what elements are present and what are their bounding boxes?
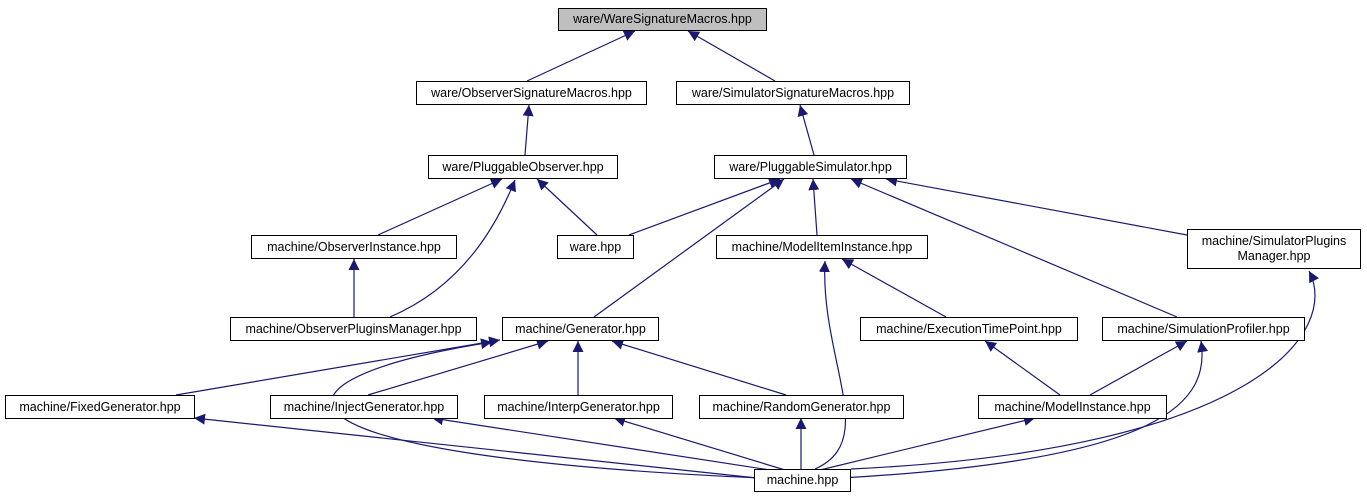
node-label: ware.hpp — [569, 239, 622, 254]
node-label: machine/ModelInstance.hpp — [994, 399, 1151, 414]
node-label: machine.hpp — [766, 473, 839, 487]
node-ware[interactable]: ware.hpp — [557, 235, 634, 259]
node-label: machine/SimulatorPlugins Manager.hpp — [1201, 234, 1347, 263]
node-machine[interactable]: machine.hpp — [754, 469, 851, 492]
edge-n1-to-n0 — [526, 30, 636, 82]
edge-n7-to-n4 — [808, 178, 820, 236]
edge-n17-to-n11 — [984, 340, 1061, 396]
edge-n18-to-n14 — [431, 414, 771, 471]
edge-n9-to-n3 — [389, 179, 516, 318]
node-pluggable-observer[interactable]: ware/PluggableObserver.hpp — [428, 155, 618, 179]
node-generator[interactable]: machine/Generator.hpp — [502, 317, 659, 341]
edge-n16-to-n10 — [611, 339, 787, 396]
node-fixed-generator[interactable]: machine/FixedGenerator.hpp — [5, 395, 195, 419]
node-label: machine/InterpGenerator.hpp — [497, 399, 660, 414]
edge-n4-to-n2 — [797, 104, 815, 156]
node-label: machine/ModelItemInstance.hpp — [731, 239, 913, 254]
edge-n2-to-n0 — [687, 30, 776, 82]
node-observer-plugins-manager[interactable]: machine/ObserverPluginsManager.hpp — [230, 317, 477, 341]
node-label: machine/ExecutionTimePoint.hpp — [876, 321, 1062, 336]
node-simulation-profiler[interactable]: machine/SimulationProfiler.hpp — [1102, 317, 1305, 341]
node-label: machine/InjectGenerator.hpp — [283, 399, 445, 414]
node-simulator-signature-macros[interactable]: ware/SimulatorSignatureMacros.hpp — [676, 81, 910, 105]
edge-n3-to-n1 — [522, 104, 534, 156]
node-simulator-plugins-manager[interactable]: machine/SimulatorPlugins Manager.hpp — [1187, 229, 1361, 269]
edge-n12-to-n4 — [850, 178, 1178, 318]
node-random-generator[interactable]: machine/RandomGenerator.hpp — [699, 395, 904, 419]
node-label: machine/SimulationProfiler.hpp — [1117, 321, 1290, 336]
node-label: machine/RandomGenerator.hpp — [712, 399, 891, 414]
node-pluggable-simulator[interactable]: ware/PluggableSimulator.hpp — [714, 155, 907, 179]
node-interp-generator[interactable]: machine/InterpGenerator.hpp — [484, 395, 673, 419]
edge-n17-to-n12 — [1089, 340, 1188, 396]
edge-n18-to-n13 — [193, 413, 758, 479]
edge-n6-to-n4 — [628, 177, 781, 236]
edge-n18-to-n7 — [814, 260, 847, 470]
node-label: machine/ObserverInstance.hpp — [267, 239, 441, 254]
node-label: machine/Generator.hpp — [515, 321, 646, 336]
edge-n10-to-n4 — [593, 178, 785, 318]
edge-n18-to-n17 — [819, 415, 1036, 471]
edge-n8-to-n4 — [885, 175, 1188, 236]
node-label: machine/ObserverPluginsManager.hpp — [245, 321, 462, 336]
node-label: ware/ObserverSignatureMacros.hpp — [431, 85, 632, 100]
node-inject-generator[interactable]: machine/InjectGenerator.hpp — [270, 395, 458, 419]
edge-n18-to-n8 — [850, 270, 1319, 470]
node-model-item-instance[interactable]: machine/ModelItemInstance.hpp — [716, 235, 928, 259]
node-observer-signature-macros[interactable]: ware/ObserverSignatureMacros.hpp — [416, 81, 647, 105]
edge-n18-to-n12 — [839, 340, 1209, 479]
node-label: ware/PluggableObserver.hpp — [442, 159, 604, 174]
edge-n11-to-n7 — [841, 258, 947, 318]
edge-n13-to-n10 — [175, 336, 501, 396]
node-label: ware/SimulatorSignatureMacros.hpp — [691, 85, 895, 100]
edge-n18-to-n15 — [613, 415, 786, 471]
edge-n5-to-n3 — [377, 178, 503, 236]
node-ware-signature-macros: ware/WareSignatureMacros.hpp — [558, 8, 767, 31]
node-model-instance[interactable]: machine/ModelInstance.hpp — [978, 395, 1167, 419]
node-label: machine/FixedGenerator.hpp — [19, 399, 181, 414]
node-observer-instance[interactable]: machine/ObserverInstance.hpp — [251, 235, 457, 259]
node-label: ware/PluggableSimulator.hpp — [729, 159, 892, 174]
node-label: ware/WareSignatureMacros.hpp — [573, 12, 752, 26]
edge-n14-to-n10 — [367, 338, 549, 396]
node-execution-time-point[interactable]: machine/ExecutionTimePoint.hpp — [860, 317, 1078, 341]
edge-n6-to-n3 — [536, 178, 598, 236]
